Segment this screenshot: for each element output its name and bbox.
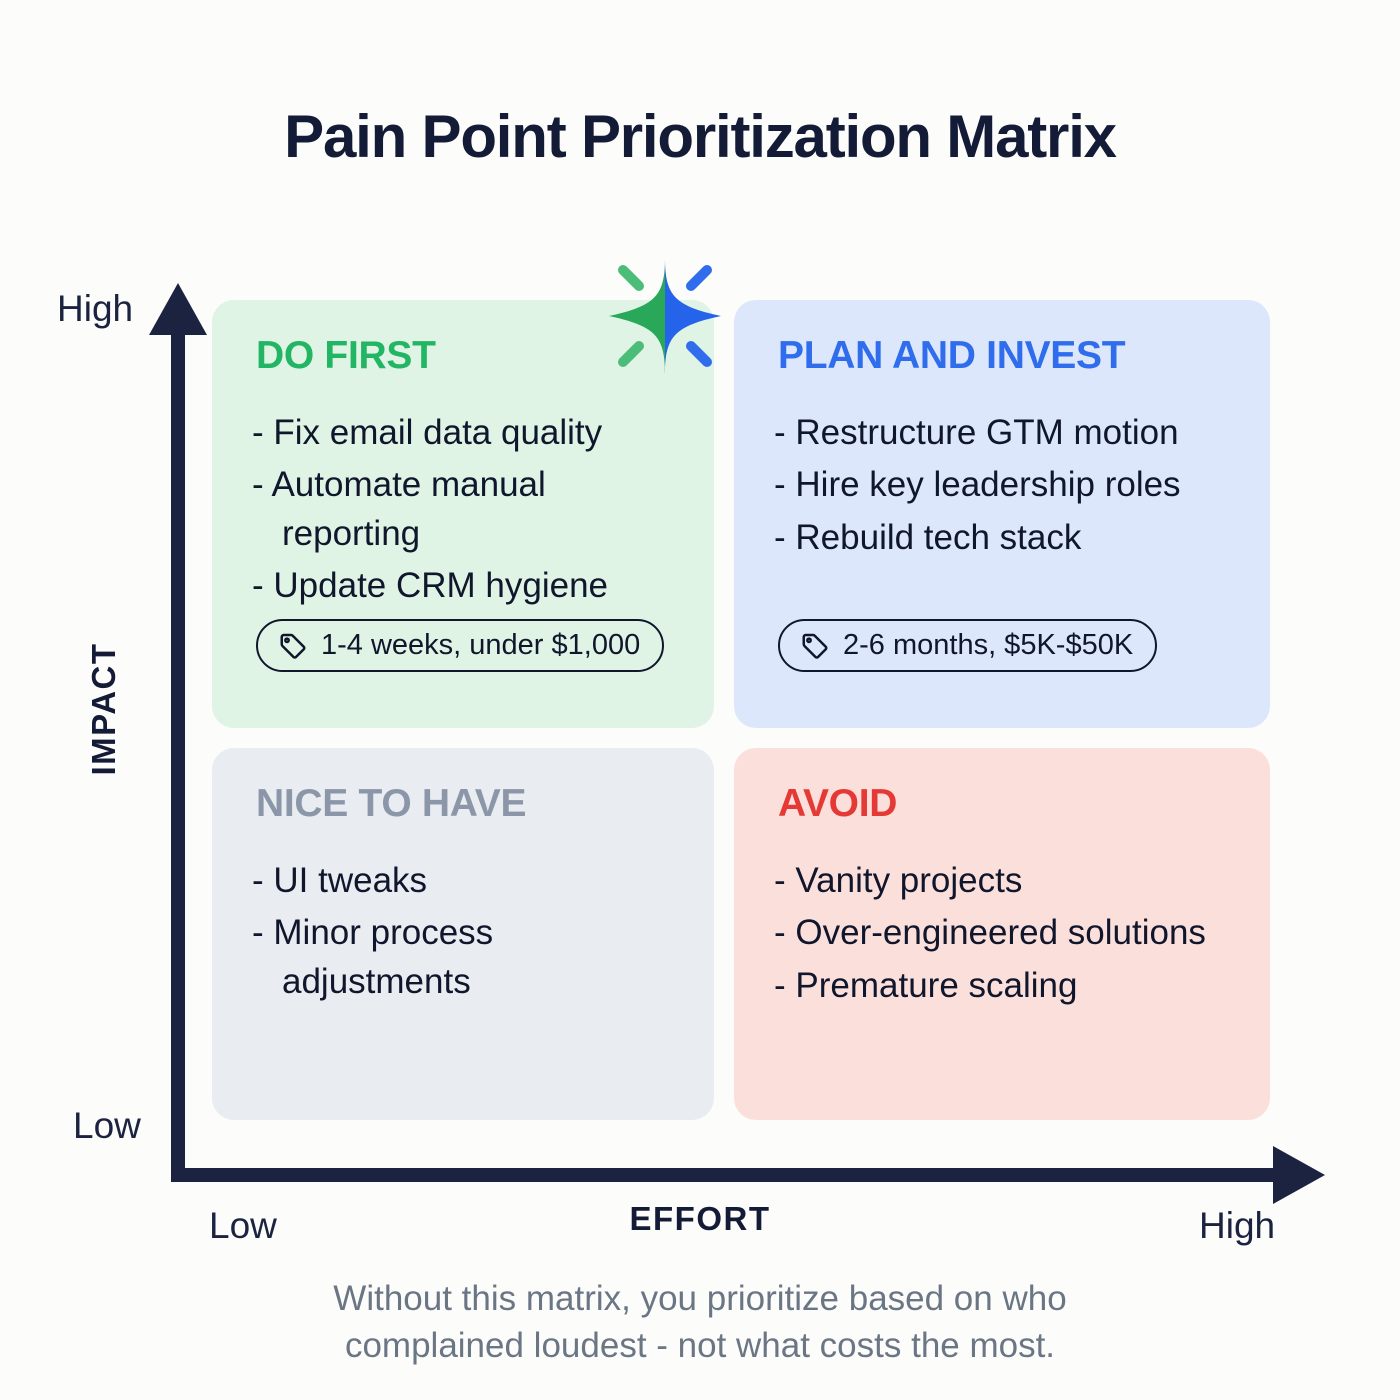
list-item: Vanity projects <box>774 857 1230 905</box>
x-axis-high-label: High <box>1199 1205 1276 1246</box>
list-item: Premature scaling <box>774 962 1230 1010</box>
list-item: Rebuild tech stack <box>774 514 1230 562</box>
list-item: Update CRM hygiene <box>252 562 674 610</box>
quadrant-nice-to-have[interactable]: NICE TO HAVE UI tweaks Minor process adj… <box>212 748 714 1120</box>
list-item: Hire key leadership roles <box>774 461 1230 509</box>
footer-caption-line-2: complained loudest - not what costs the … <box>344 1325 1056 1365</box>
quadrant-item-list-nice-to-have: UI tweaks Minor process adjustments <box>252 857 674 1006</box>
list-item: Automate manual reporting <box>252 461 674 558</box>
list-item: Over-engineered solutions <box>774 909 1230 957</box>
y-axis-low-label: Low <box>73 1105 141 1146</box>
tag-badge-text: 1-4 weeks, under $1,000 <box>321 628 641 661</box>
y-axis-title: IMPACT <box>85 642 122 776</box>
x-axis-title: EFFORT <box>629 1200 771 1237</box>
quadrant-plan-and-invest[interactable]: PLAN AND INVEST Restructure GTM motion H… <box>734 300 1270 728</box>
footer-caption-line-1: Without this matrix, you prioritize base… <box>333 1279 1067 1318</box>
list-item: UI tweaks <box>252 857 674 905</box>
quadrant-item-list-do-first: Fix email data quality Automate manual r… <box>252 409 674 610</box>
x-axis-low-label: Low <box>209 1205 277 1246</box>
quadrant-item-list-avoid: Vanity projects Over-engineered solution… <box>774 857 1230 1010</box>
quadrant-heading-avoid: AVOID <box>778 782 898 825</box>
y-axis-high-label: High <box>57 288 134 329</box>
footer-caption: Without this matrix, you prioritize base… <box>0 1276 1400 1369</box>
list-item: Restructure GTM motion <box>774 409 1230 457</box>
page-title: Pain Point Prioritization Matrix <box>284 103 1117 170</box>
quadrant-do-first[interactable]: DO FIRST Fix email data quality Automate… <box>212 300 714 728</box>
quadrant-avoid[interactable]: AVOID Vanity projects Over-engineered so… <box>734 748 1270 1120</box>
tag-icon <box>280 633 306 659</box>
quadrant-heading-do-first: DO FIRST <box>256 334 436 377</box>
list-item: Minor process adjustments <box>252 909 674 1006</box>
tag-icon <box>802 633 828 659</box>
quadrant-heading-nice-to-have: NICE TO HAVE <box>256 782 527 825</box>
quadrant-item-list-plan-and-invest: Restructure GTM motion Hire key leadersh… <box>774 409 1230 562</box>
quadrant-heading-plan-and-invest: PLAN AND INVEST <box>778 334 1126 377</box>
tag-badge-plan-and-invest: 2-6 months, $5K-$50K <box>778 619 1158 672</box>
tag-badge-do-first: 1-4 weeks, under $1,000 <box>256 619 665 672</box>
list-item: Fix email data quality <box>252 409 674 457</box>
tag-badge-text: 2-6 months, $5K-$50K <box>843 628 1134 661</box>
sparkle-icon <box>609 258 721 374</box>
